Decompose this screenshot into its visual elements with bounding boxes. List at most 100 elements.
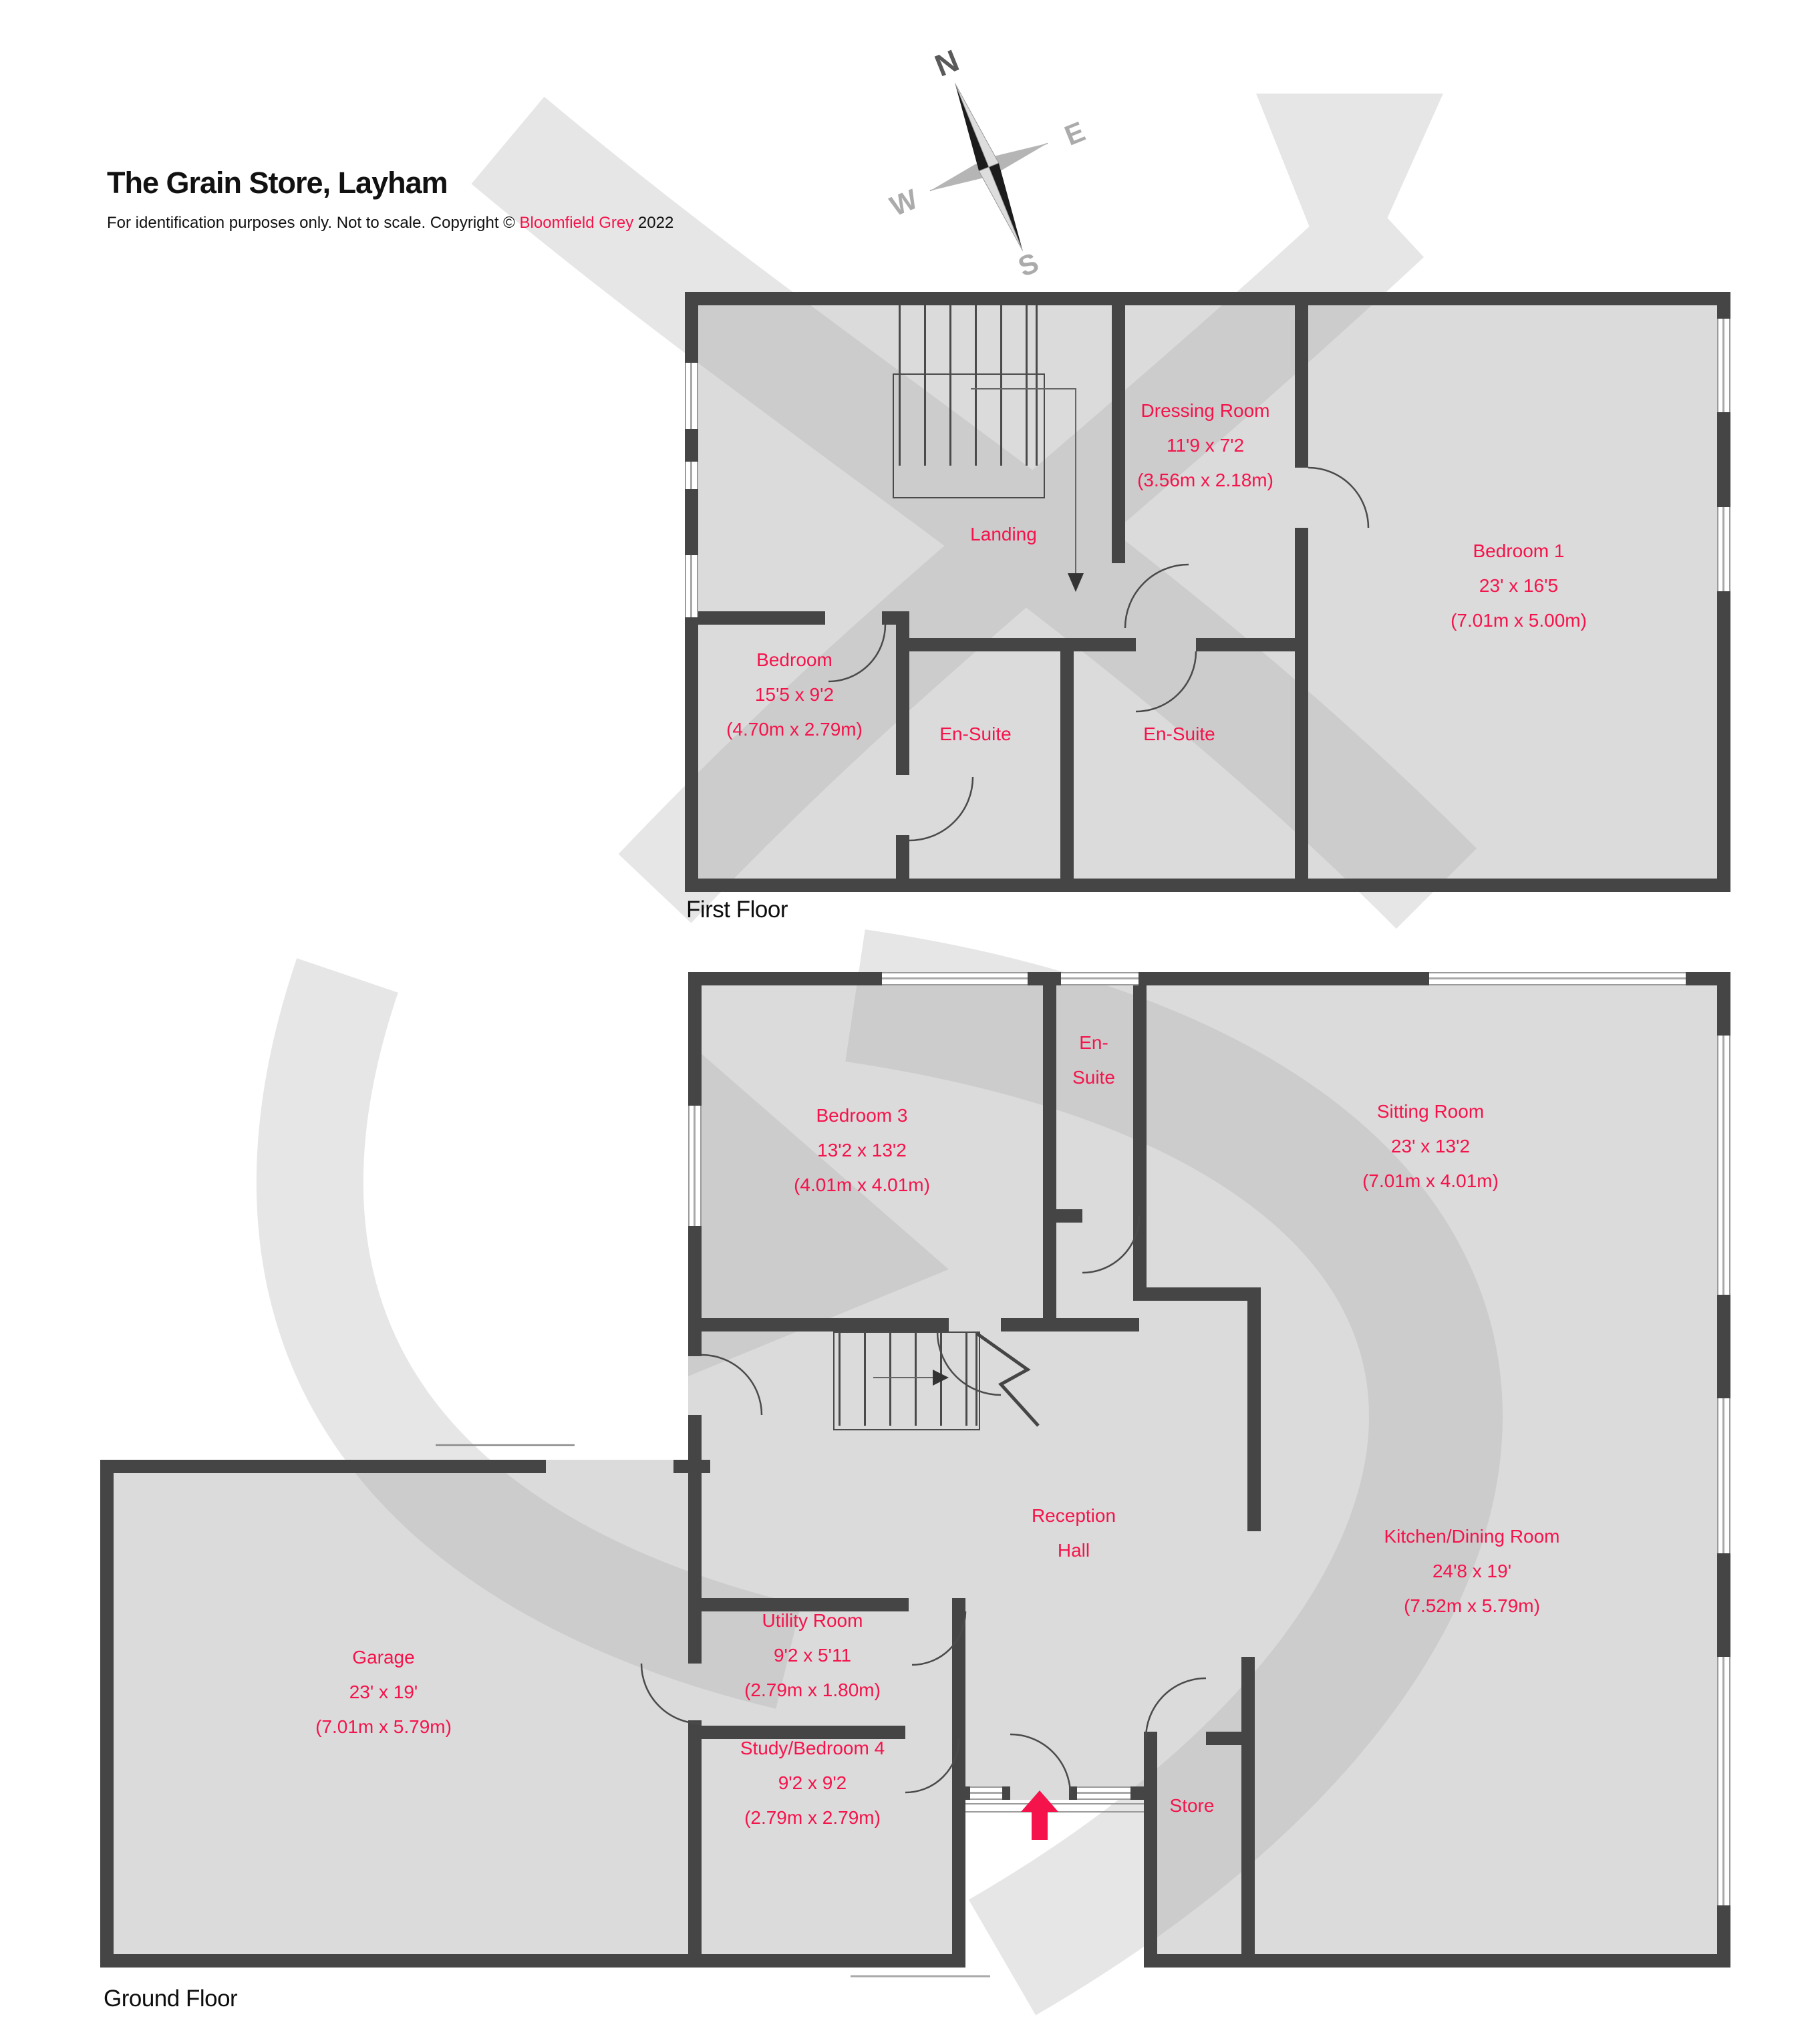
room-name: Bedroom 3 [816,1105,908,1126]
room-dims-imperial: 9'2 x 9'2 [778,1772,847,1793]
wall [952,1598,965,1739]
room-name: Garage [352,1647,415,1668]
room-label-study-bedroom-4: Study/Bedroom 4 9'2 x 9'2 (2.79m x 2.79m… [740,1731,885,1835]
ground-floor-caption: Ground Floor [104,1986,238,2012]
room-dims-imperial: 13'2 x 13'2 [817,1140,907,1160]
disclaimer-text: For identification purposes only. Not to… [107,214,520,232]
wall [1043,1209,1082,1223]
room-name: Suite [1072,1067,1115,1088]
wall [702,1598,909,1611]
room-label-dressing-room: Dressing Room 11'9 x 7'2 (3.56m x 2.18m) [1137,394,1273,498]
room-label-bedroom: Bedroom 15'5 x 9'2 (4.70m x 2.79m) [726,643,863,747]
room-name: Study/Bedroom 4 [740,1738,885,1758]
room-name: En-Suite [939,724,1012,744]
wall [1133,972,1147,1301]
wall [1001,1318,1139,1331]
compass-south-label: S [1014,247,1043,283]
stair-direction-line [971,388,1076,573]
room-name: En-Suite [1143,724,1215,744]
door-arc [1308,466,1370,528]
page-title: The Grain Store, Layham [107,166,448,200]
wall [1247,1287,1261,1531]
door-arc [1124,563,1189,629]
room-name: Hall [1057,1540,1090,1561]
wall [952,1726,965,1968]
room-label-kitchen-dining-room: Kitchen/Dining Room 24'8 x 19' (7.52m x … [1384,1519,1559,1623]
door-arc [909,776,974,842]
room-label-reception-hall: Reception Hall [1032,1499,1116,1568]
stair-down-arrow-icon [1068,573,1084,592]
wall [685,292,1730,305]
first-floor-area [685,292,1730,892]
door-arc [1082,1215,1141,1274]
compass-needle-facet [954,83,1000,168]
room-dims-imperial: 15'5 x 9'2 [754,684,835,705]
room-name: Utility Room [762,1610,863,1631]
door-arc [1145,1677,1207,1739]
brand-name: Bloomfield Grey [519,214,634,232]
room-label-landing: Landing [970,517,1037,552]
window [1717,319,1730,412]
wall [1295,292,1308,468]
window [1429,972,1686,985]
room-dims-metric: (3.56m x 2.18m) [1137,470,1273,490]
window [1717,1657,1730,1905]
wall [965,1786,970,1800]
room-name: Landing [970,524,1037,544]
wall [685,879,1730,892]
wall [896,611,909,775]
staircase-ground-floor [839,1332,977,1426]
room-label-sitting-room: Sitting Room 23' x 13'2 (7.01m x 4.01m) [1362,1094,1499,1199]
room-dims-imperial: 23' x 19' [349,1682,418,1702]
copyright-year: 2022 [633,214,674,232]
room-dims-metric: (4.01m x 4.01m) [794,1174,930,1195]
room-label-en-suite-left: En-Suite [939,717,1011,752]
first-floor-caption: First Floor [686,897,788,923]
room-label-garage: Garage 23' x 19' (7.01m x 5.79m) [315,1640,452,1744]
wall [100,1460,546,1473]
wall [1717,292,1730,892]
wall [685,611,825,625]
room-name: Store [1169,1795,1215,1816]
door-arc [701,1354,763,1416]
stair-up-arrow-icon [933,1370,949,1386]
staircase-first-floor [899,305,1038,466]
window [970,1786,1002,1800]
wall [702,1726,905,1739]
room-label-store: Store [1170,1788,1215,1823]
room-dims-metric: (7.01m x 5.79m) [315,1716,452,1737]
stair-guard [893,373,1045,498]
wall [100,1460,114,1968]
room-dims-metric: (4.70m x 2.79m) [726,719,863,740]
room-label-en-suite-right: En-Suite [1143,717,1215,752]
wall [1002,1786,1010,1800]
window [1717,507,1730,591]
door-arc [911,1611,967,1666]
compass-north-label: N [930,43,963,84]
compass-east-label: E [1060,116,1090,152]
room-dims-metric: (2.79m x 2.79m) [744,1807,881,1828]
door-arc [828,624,887,683]
room-name: Kitchen/Dining Room [1384,1526,1560,1547]
room-dims-metric: (7.01m x 4.01m) [1362,1170,1499,1191]
watermark-swoosh [618,184,1424,923]
wall [1130,1786,1144,1800]
room-dims-metric: (7.52m x 5.79m) [1404,1595,1540,1616]
compass-icon: N E W S [885,43,1090,283]
window [882,972,1028,985]
room-name: En- [1079,1032,1108,1053]
ground-floor-area [688,972,1730,1968]
window [1061,972,1139,985]
room-name: Bedroom [756,649,832,670]
window [1717,1398,1730,1553]
window [1077,1786,1130,1800]
door-arc [1010,1733,1072,1795]
stair-guard [833,1331,980,1430]
garage-floor-area [100,1460,688,1968]
wall [1069,1786,1077,1800]
watermark-wedge [1256,94,1443,314]
wall [688,1415,702,1664]
window [685,363,698,429]
room-dims-imperial: 9'2 x 5'11 [773,1645,852,1666]
wall [1112,292,1125,563]
